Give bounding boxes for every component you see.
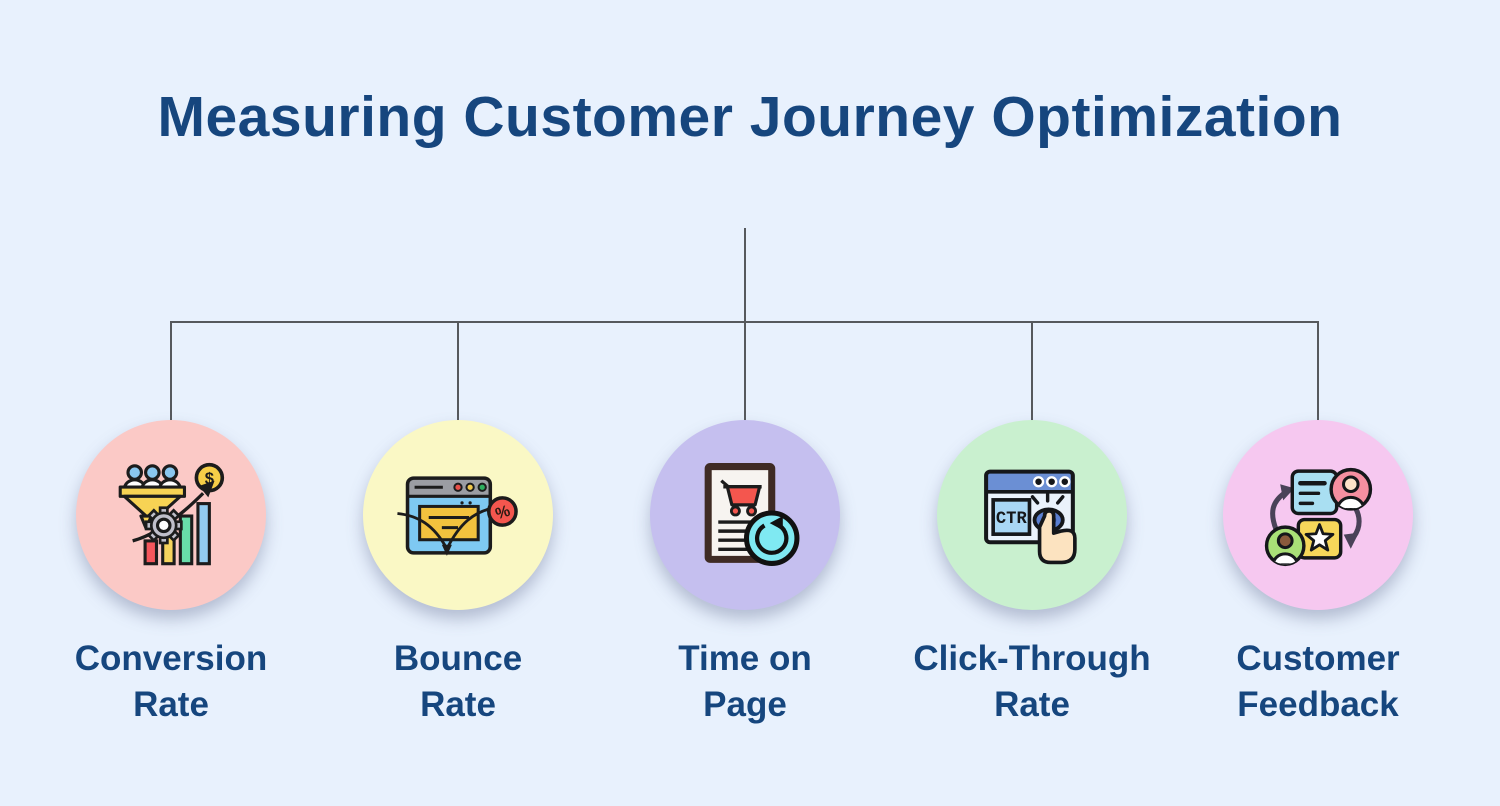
bounce-browser-icon: % (397, 476, 518, 556)
metric-label-line1: Bounce (393, 639, 523, 678)
dollar-sign: $ (205, 469, 214, 488)
customer-feedback-circle (1223, 420, 1413, 610)
metric-label: Click-Through Rate (888, 636, 1176, 727)
percent-sign: % (493, 502, 512, 524)
metric-label-line1: Customer (1236, 639, 1400, 678)
metric-column-bounce-rate: % Bounce Rate (314, 420, 602, 727)
metric-label: Bounce Rate (314, 636, 602, 727)
metric-label: Time on Page (601, 636, 889, 727)
connector-stem (744, 228, 746, 321)
time-on-page-circle (650, 420, 840, 610)
bounce-rate-circle: % (363, 420, 553, 610)
page-title: Measuring Customer Journey Optimization (157, 85, 1343, 149)
connector-drop-3 (744, 321, 746, 422)
metric-label: Conversion Rate (27, 636, 315, 727)
ctr-click-icon: CTR (984, 469, 1077, 565)
page-timer-icon (704, 463, 800, 566)
connector-drop-5 (1317, 321, 1319, 422)
ctr-text: CTR (996, 510, 1028, 529)
conversion-funnel-icon: $ (118, 462, 225, 566)
metric-label-line2: Page (703, 684, 787, 724)
metric-label-line1: Click-Through (913, 639, 1151, 678)
metric-column-time-on-page: Time on Page (601, 420, 889, 727)
metric-label-line1: Time on (678, 639, 812, 678)
metric-label-line2: Rate (420, 684, 496, 724)
metric-label-line2: Rate (133, 684, 209, 724)
conversion-rate-circle: $ (76, 420, 266, 610)
metric-label: Customer Feedback (1174, 636, 1462, 727)
metric-column-click-through-rate: CTR Click-Through Rate (888, 420, 1176, 727)
metric-label-line1: Conversion (74, 639, 268, 678)
metric-column-conversion-rate: $ (27, 420, 315, 727)
click-through-rate-circle: CTR (937, 420, 1127, 610)
metric-label-line2: Feedback (1237, 684, 1399, 724)
connector-drop-4 (1031, 321, 1033, 422)
connector-drop-1 (170, 321, 172, 422)
feedback-loop-icon (1264, 467, 1373, 567)
metric-label-line2: Rate (994, 684, 1070, 724)
metric-column-customer-feedback: Customer Feedback (1174, 420, 1462, 727)
connector-drop-2 (457, 321, 459, 422)
